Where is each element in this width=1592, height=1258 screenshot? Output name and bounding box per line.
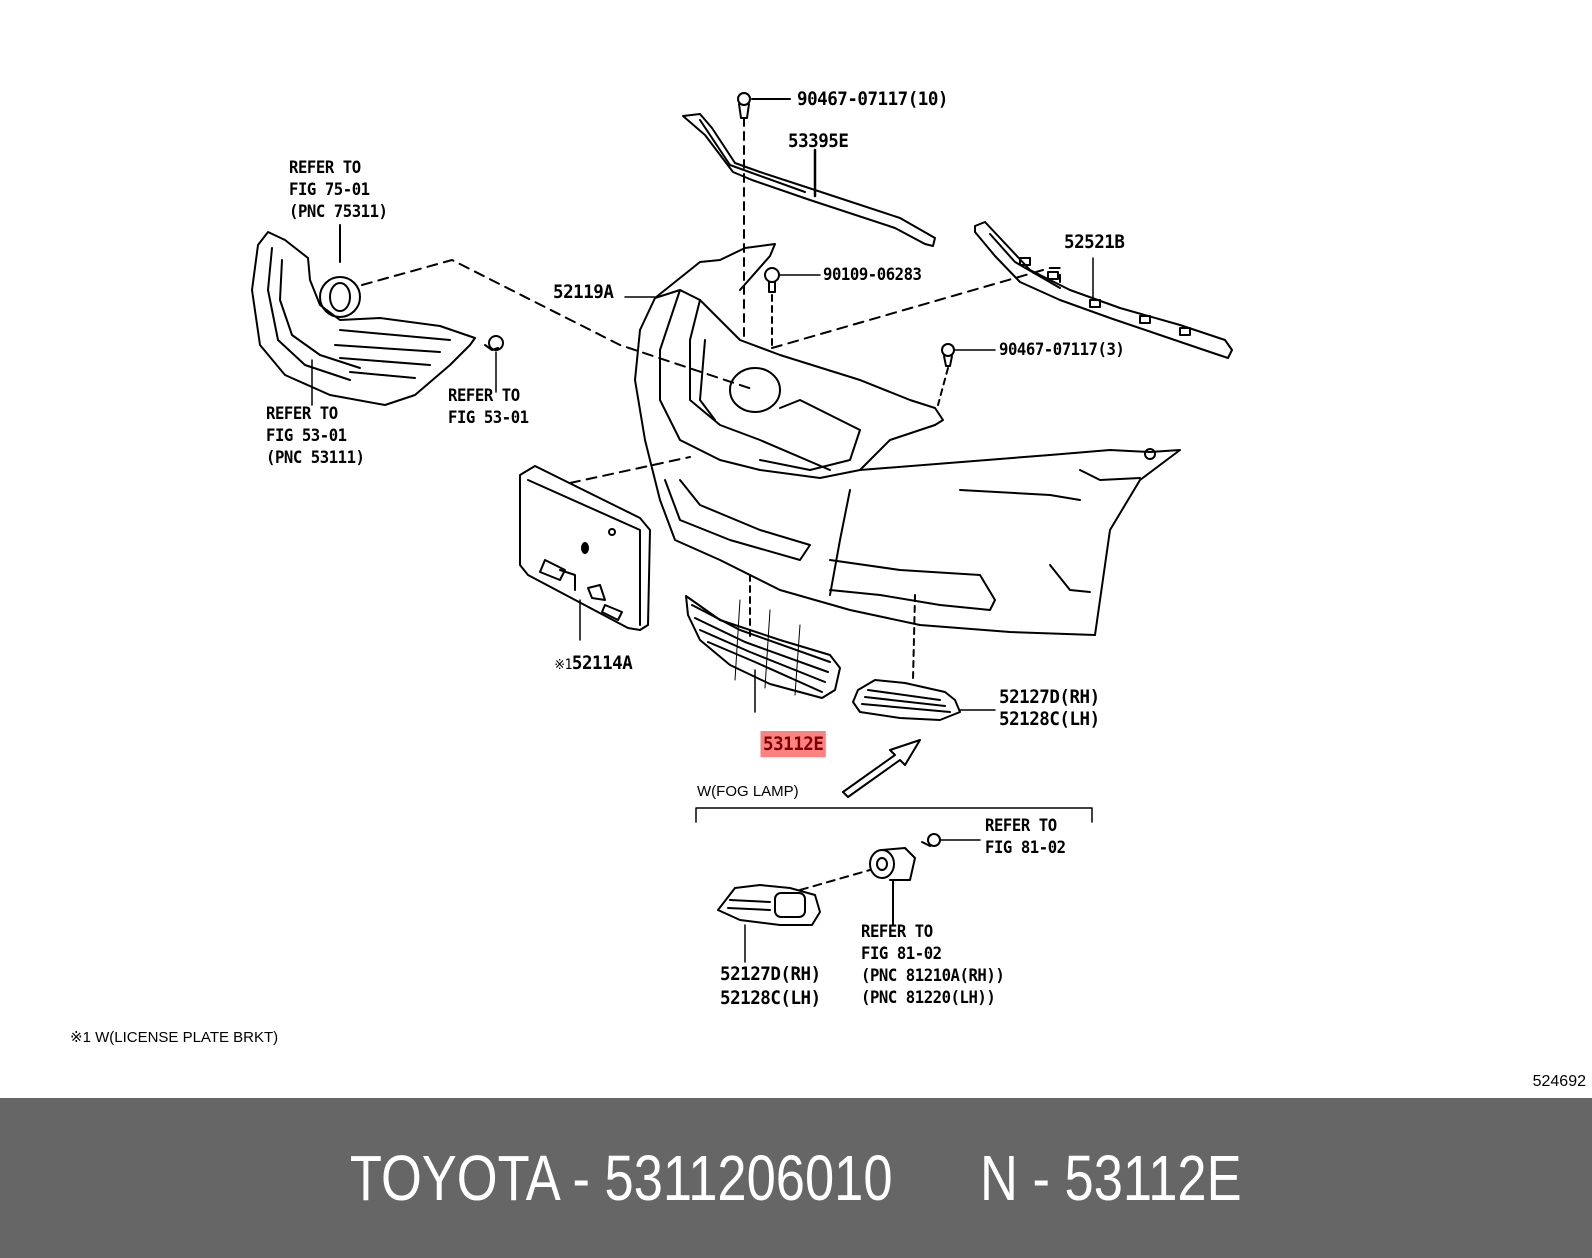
fog-cover-lower-lh: 52128C(LH) — [720, 987, 821, 1009]
fog-cover-upper-drawing — [852, 594, 996, 721]
label-fog-lamp-ref[interactable]: REFER TO FIG 81-02 (PNC 81210A(RH)) (PNC… — [861, 921, 1005, 1009]
grille-ref-line-1: REFER TO — [266, 404, 338, 424]
label-bumper-cover-52119a[interactable]: 52119A — [553, 281, 614, 303]
license-bracket-drawing — [519, 456, 691, 641]
license-bracket-number: 52114A — [571, 652, 633, 674]
label-fog-cover-lower[interactable]: 52127D(RH) 52128C(LH) — [720, 962, 821, 1010]
fog-lamp-ref-line-2: FIG 81-02 — [861, 944, 942, 964]
label-fog-cover-upper[interactable]: 52127D(RH) 52128C(LH) — [999, 686, 1100, 730]
fog-clip-drawing — [921, 833, 981, 847]
parts-diagram: 90467-07117(10) 53395E REFER TO FIG 75-0… — [70, 88, 1233, 1046]
fog-lamp-ref-line-4: (PNC 81220(LH)) — [861, 988, 996, 1008]
grille-clip-ref-line-1: REFER TO — [448, 386, 520, 406]
fog-cover-upper-lh: 52128C(LH) — [999, 708, 1100, 730]
label-fog-lamp-group: W(FOG LAMP) — [697, 783, 799, 800]
part-footer-bar: TOYOTA - 5311206010 N - 53112E — [0, 1098, 1592, 1258]
upper-grille-drawing — [251, 224, 476, 406]
fog-cover-lower-rh: 52127D(RH) — [720, 963, 821, 985]
emblem-ref-line-3: (PNC 75311) — [289, 202, 388, 222]
grille-clip-drawing — [484, 335, 504, 393]
footer-gap — [893, 1142, 980, 1214]
fog-cover-upper-rh: 52127D(RH) — [999, 686, 1100, 708]
label-emblem-ref[interactable]: REFER TO FIG 75-01 (PNC 75311) — [289, 157, 388, 223]
fog-lamp-ref-line-1: REFER TO — [861, 922, 933, 942]
footnote: ※1 W(LICENSE PLATE BRKT) — [70, 1029, 279, 1046]
footer-sep-2: - — [1018, 1142, 1065, 1214]
bracket-52521b-drawing — [974, 221, 1233, 359]
fog-clip-ref-line-1: REFER TO — [985, 816, 1057, 836]
label-clip-right[interactable]: 90467-07117(3) — [999, 340, 1125, 360]
footer-pnc-prefix: N — [980, 1142, 1019, 1214]
fog-lamp-ref-line-3: (PNC 81210A(RH)) — [861, 966, 1005, 986]
illustration-id: 524692 — [1532, 1073, 1586, 1090]
footer-pnc: 53112E — [1064, 1142, 1242, 1214]
highlighted-part-number: 53112E — [760, 731, 827, 757]
bumper-cover-drawing — [624, 243, 1181, 636]
label-bracket-52521b[interactable]: 52521B — [1064, 231, 1125, 253]
emblem-ref-line-2: FIG 75-01 — [289, 180, 370, 200]
lower-grille-drawing — [685, 574, 841, 713]
label-screw-90109[interactable]: 90109-06283 — [823, 265, 922, 285]
fog-lamp-bracket-line — [695, 807, 1093, 823]
screw-drawing — [764, 267, 1061, 349]
grille-clip-ref-line-2: FIG 53-01 — [448, 408, 529, 428]
label-retainer-53395e[interactable]: 53395E — [788, 130, 849, 152]
label-lower-grille-53112e[interactable]: 53112E — [720, 711, 827, 777]
clip-right-drawing — [937, 343, 996, 406]
bumper-exploded-drawing — [251, 92, 1233, 963]
label-license-bracket[interactable]: ※152114A — [514, 630, 632, 698]
fog-lamp-drawing — [869, 847, 916, 926]
emblem-ref-line-1: REFER TO — [289, 158, 361, 178]
label-fog-clip-ref[interactable]: REFER TO FIG 81-02 — [985, 815, 1066, 859]
fog-cover-lower-drawing — [717, 869, 871, 963]
grille-ref-line-3: (PNC 53111) — [266, 448, 365, 468]
emblem-drawing — [319, 259, 756, 391]
clip-top-drawing — [737, 92, 791, 341]
footer-part-number: 5311206010 — [604, 1142, 893, 1214]
license-bracket-mark: ※1 — [554, 657, 572, 673]
part-footer-text: TOYOTA - 5311206010 N - 53112E — [350, 1141, 1242, 1215]
arrow-drawing — [842, 739, 921, 798]
footer-sep-1: - — [558, 1142, 605, 1214]
retainer-53395e-drawing — [682, 113, 936, 247]
footer-brand: TOYOTA — [350, 1142, 559, 1214]
label-grille-clip-ref[interactable]: REFER TO FIG 53-01 — [448, 385, 529, 429]
fog-clip-ref-line-2: FIG 81-02 — [985, 838, 1066, 858]
grille-ref-line-2: FIG 53-01 — [266, 426, 347, 446]
label-clip-top[interactable]: 90467-07117(10) — [797, 88, 948, 110]
label-grille-ref[interactable]: REFER TO FIG 53-01 (PNC 53111) — [266, 403, 365, 469]
